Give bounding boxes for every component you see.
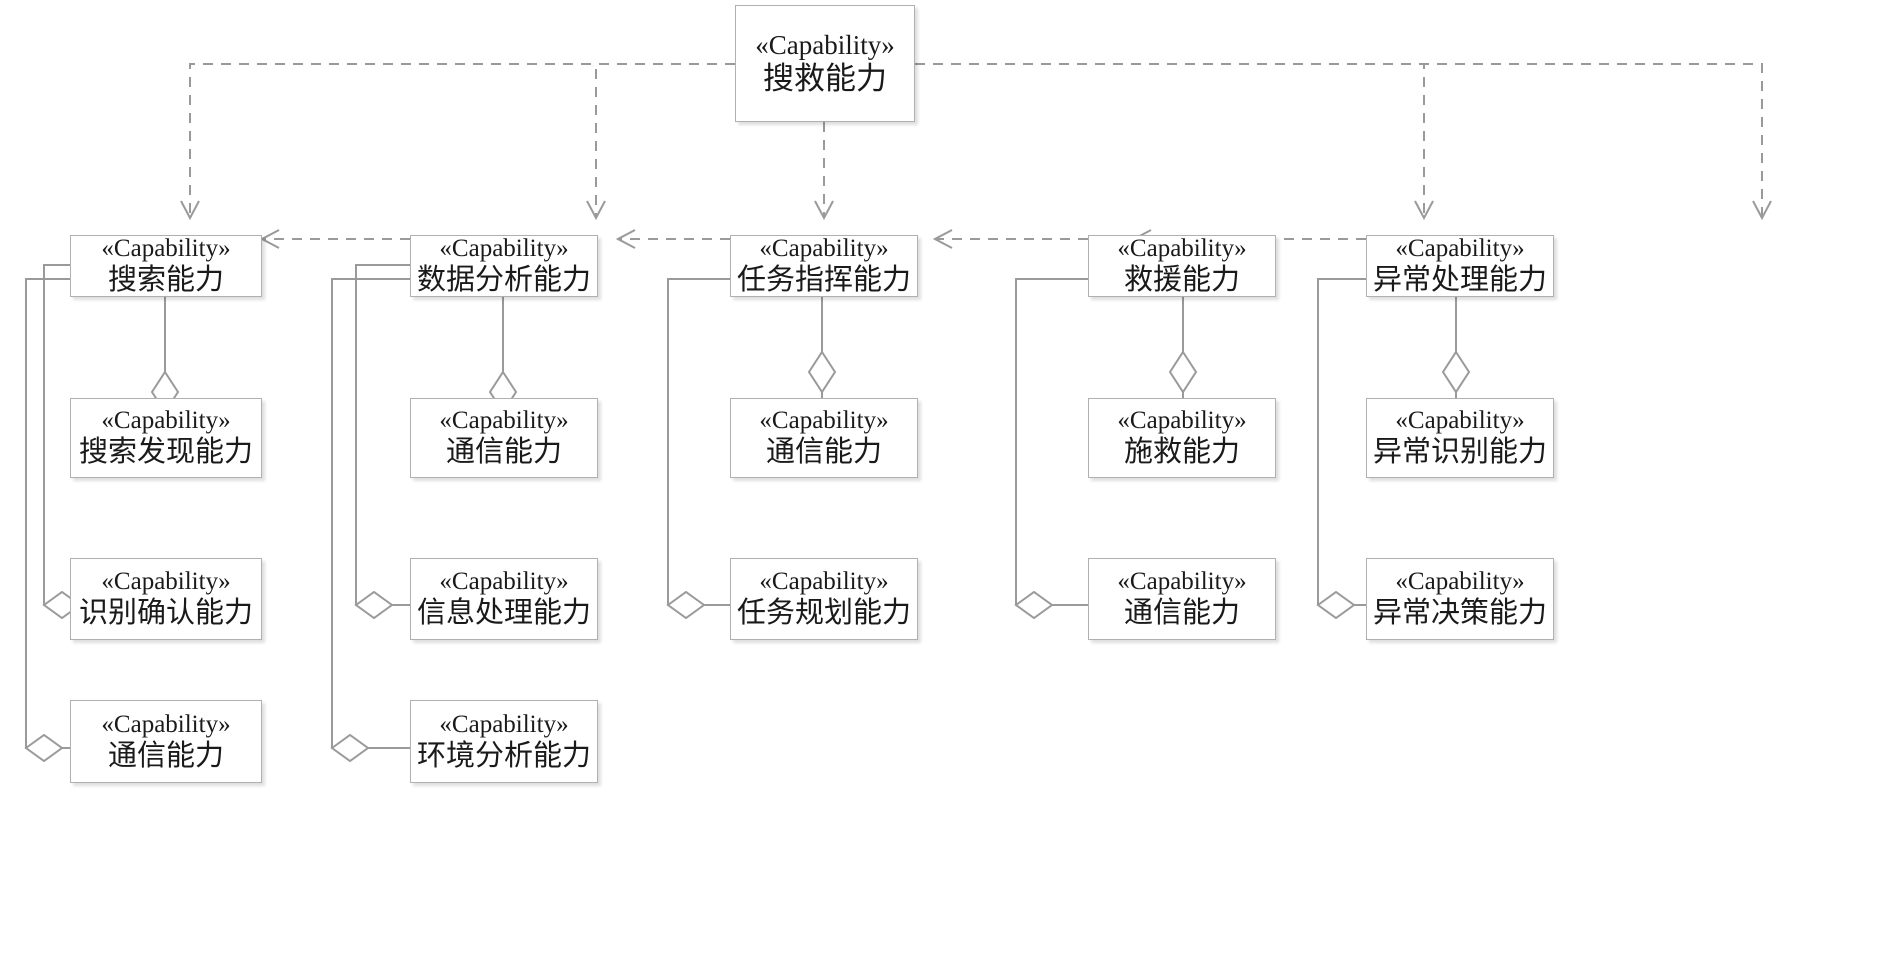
node-stereotype: «Capability» (759, 407, 889, 435)
aggregation-diamond (354, 590, 394, 620)
aggregation-diamond (666, 590, 706, 620)
node-stereotype: «Capability» (1395, 407, 1525, 435)
node-stereotype: «Capability» (439, 568, 569, 596)
node-col-exception-parent[interactable]: «Capability» 异常处理能力 (1366, 235, 1554, 297)
node-stereotype: «Capability» (759, 568, 889, 596)
node-col-data-analysis-child-2[interactable]: «Capability» 环境分析能力 (410, 700, 598, 783)
node-name: 异常识别能力 (1372, 436, 1547, 469)
node-name: 识别确认能力 (78, 597, 253, 630)
node-stereotype: «Capability» (439, 710, 569, 738)
node-stereotype: «Capability» (1117, 235, 1247, 263)
node-name: 任务规划能力 (736, 597, 911, 630)
aggregation-diamond (1168, 350, 1198, 394)
node-name: 异常处理能力 (1372, 264, 1547, 297)
node-name: 搜救能力 (763, 60, 887, 96)
node-stereotype: «Capability» (101, 710, 231, 738)
node-name: 通信能力 (107, 739, 224, 772)
aggregation-diamond (24, 733, 64, 763)
node-col-rescue-child-0[interactable]: «Capability» 施救能力 (1088, 398, 1276, 478)
node-stereotype: «Capability» (1117, 407, 1247, 435)
node-col-mission-command-parent[interactable]: «Capability» 任务指挥能力 (730, 235, 918, 297)
node-name: 环境分析能力 (416, 739, 591, 772)
node-name: 救援能力 (1123, 264, 1240, 297)
node-stereotype: «Capability» (101, 568, 231, 596)
node-name: 数据分析能力 (416, 264, 591, 297)
node-col-data-analysis-child-1[interactable]: «Capability» 信息处理能力 (410, 558, 598, 640)
node-name: 异常决策能力 (1372, 597, 1547, 630)
node-stereotype: «Capability» (755, 29, 895, 60)
node-stereotype: «Capability» (1395, 235, 1525, 263)
node-col-rescue-parent[interactable]: «Capability» 救援能力 (1088, 235, 1276, 297)
node-col-rescue-child-1[interactable]: «Capability» 通信能力 (1088, 558, 1276, 640)
aggregation-diamond (330, 733, 370, 763)
node-stereotype: «Capability» (1117, 568, 1247, 596)
node-col-search-parent[interactable]: «Capability» 搜索能力 (70, 235, 262, 297)
node-stereotype: «Capability» (101, 235, 231, 263)
node-name: 施救能力 (1123, 436, 1240, 469)
node-stereotype: «Capability» (759, 235, 889, 263)
aggregation-diamond (807, 350, 837, 394)
aggregation-diamond (1014, 590, 1054, 620)
node-name: 通信能力 (765, 436, 882, 469)
node-stereotype: «Capability» (1395, 568, 1525, 596)
node-root-capability[interactable]: «Capability» 搜救能力 (735, 5, 915, 122)
node-col-search-child-0[interactable]: «Capability» 搜索发现能力 (70, 398, 262, 478)
node-col-exception-child-1[interactable]: «Capability» 异常决策能力 (1366, 558, 1554, 640)
node-name: 通信能力 (445, 436, 562, 469)
node-col-mission-command-child-1[interactable]: «Capability» 任务规划能力 (730, 558, 918, 640)
node-col-search-child-1[interactable]: «Capability» 识别确认能力 (70, 558, 262, 640)
node-col-exception-child-0[interactable]: «Capability» 异常识别能力 (1366, 398, 1554, 478)
node-col-search-child-2[interactable]: «Capability» 通信能力 (70, 700, 262, 783)
node-name: 搜索发现能力 (78, 436, 253, 469)
node-col-data-analysis-parent[interactable]: «Capability» 数据分析能力 (410, 235, 598, 297)
node-name: 通信能力 (1123, 597, 1240, 630)
aggregation-diamond (1316, 590, 1356, 620)
node-stereotype: «Capability» (439, 407, 569, 435)
node-name: 搜索能力 (107, 264, 224, 297)
node-col-mission-command-child-0[interactable]: «Capability» 通信能力 (730, 398, 918, 478)
node-name: 任务指挥能力 (736, 264, 911, 297)
node-col-data-analysis-child-0[interactable]: «Capability» 通信能力 (410, 398, 598, 478)
dependency-dashed-bus (190, 63, 1762, 218)
node-stereotype: «Capability» (439, 235, 569, 263)
aggregation-diamond (1441, 350, 1471, 394)
node-stereotype: «Capability» (101, 407, 231, 435)
node-name: 信息处理能力 (416, 597, 591, 630)
